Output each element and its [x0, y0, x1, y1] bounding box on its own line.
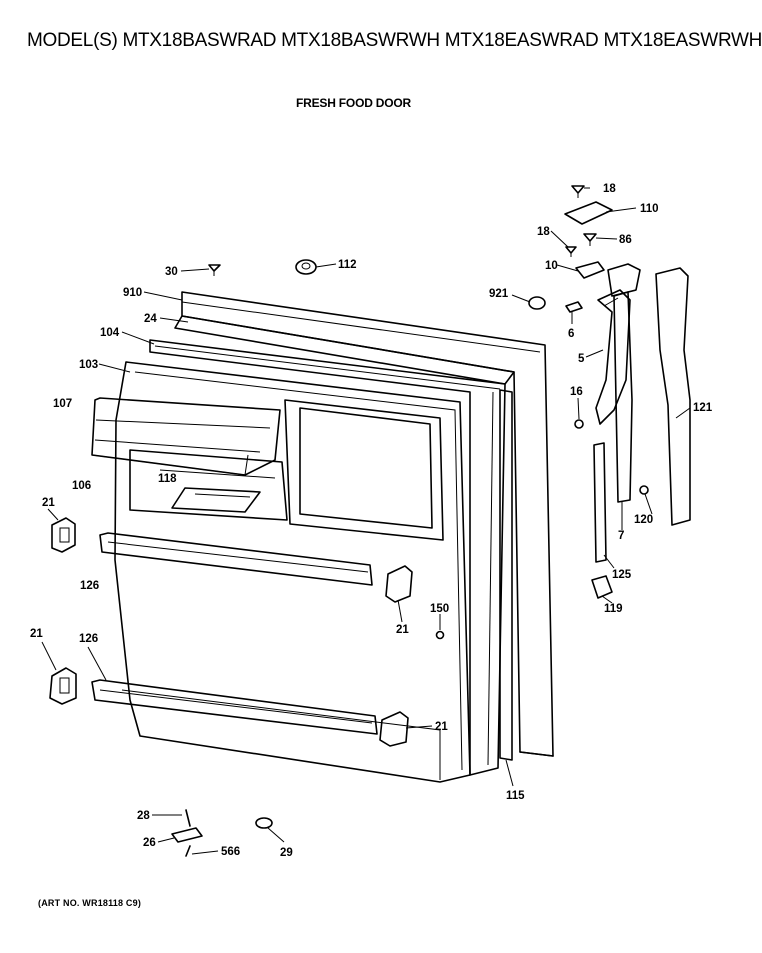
callout-7: 7: [618, 530, 624, 542]
egg-tray: [171, 487, 261, 513]
hinge-bracket-10: [575, 261, 605, 279]
callout-86: 86: [619, 234, 632, 246]
callout-28: 28: [137, 810, 150, 822]
door-rail-lower: [91, 679, 378, 735]
callout-10: 10: [545, 260, 558, 272]
screw-18-top: [571, 185, 585, 198]
rail-end-cap-upper-right: [385, 565, 413, 603]
outer-door-panel: [181, 291, 554, 757]
plug-112: [295, 259, 317, 275]
bushing-921: [528, 296, 546, 310]
callout-24: 24: [144, 313, 157, 325]
callout-21-lower-right: 21: [435, 721, 448, 733]
callout-103: 103: [79, 359, 98, 371]
model-title: MODEL(S) MTX18BASWRAD MTX18BASWRWH MTX18…: [27, 30, 762, 51]
callout-119: 119: [604, 603, 623, 615]
callout-29: 29: [280, 847, 293, 859]
button-29: [255, 817, 273, 829]
callout-21-lower-left: 21: [30, 628, 43, 640]
vertical-channel: [499, 389, 513, 761]
callout-16: 16: [570, 386, 583, 398]
callout-21-upper-right: 21: [396, 624, 409, 636]
mounting-strip-125: [593, 442, 607, 563]
screw-18-second: [565, 246, 577, 257]
door-rail-upper: [99, 532, 373, 586]
callout-21-upper-left: 21: [42, 497, 55, 509]
handle-trim-121: [655, 267, 691, 526]
callout-126-lower: 126: [79, 633, 98, 645]
exploded-parts-diagram: 18 110 18 86 10 30 112 910 921 6 24 104 …: [30, 183, 713, 859]
leader-lines: [41, 187, 691, 855]
handle-bar-7: [613, 291, 633, 503]
rail-end-cap-lower-left: [49, 667, 77, 705]
hinge-cover-110: [564, 201, 613, 225]
callout-115: 115: [506, 790, 525, 802]
callout-921: 921: [489, 288, 509, 300]
callout-910: 910: [123, 287, 142, 299]
callout-18-second: 18: [537, 226, 550, 238]
callout-112: 112: [338, 259, 357, 271]
screw-86: [583, 233, 597, 246]
callout-5: 5: [578, 353, 585, 365]
door-handle: [595, 289, 631, 425]
hinge-block: [607, 263, 641, 297]
dairy-compartment: [129, 449, 288, 521]
door-liner: [114, 361, 471, 783]
rail-end-cap-upper-left: [51, 517, 76, 553]
screw-120: [639, 485, 649, 495]
callout-150: 150: [430, 603, 449, 615]
screw-30: [208, 264, 221, 276]
callout-121: 121: [693, 402, 713, 414]
clip-26: [171, 827, 203, 843]
callout-26: 26: [143, 837, 156, 849]
art-number: (ART NO. WR18118 C9): [38, 898, 142, 908]
callout-106: 106: [72, 480, 91, 492]
callout-6: 6: [568, 328, 574, 340]
pin-566: [185, 845, 191, 857]
callout-118: 118: [158, 473, 177, 485]
callout-labels: 18 110 18 86 10 30 112 910 921 6 24 104 …: [30, 183, 713, 859]
diagram-subtitle: FRESH FOOD DOOR: [296, 96, 412, 110]
callout-120: 120: [634, 514, 653, 526]
clip-150: [435, 630, 445, 640]
end-cap-119: [591, 575, 613, 599]
clip-28: [185, 809, 191, 827]
stop-6: [565, 301, 583, 313]
dairy-door: [91, 397, 281, 476]
screw-16: [574, 419, 584, 429]
callout-125: 125: [612, 569, 632, 581]
callout-18-top: 18: [603, 183, 616, 195]
callout-110: 110: [640, 203, 659, 215]
callout-104: 104: [100, 327, 120, 339]
liner-window-frame: [284, 399, 444, 541]
callout-126-upper: 126: [80, 580, 99, 592]
callout-566: 566: [221, 846, 240, 858]
callout-107: 107: [53, 398, 72, 410]
callout-30: 30: [165, 266, 178, 278]
rail-end-cap-lower-right: [379, 711, 409, 747]
